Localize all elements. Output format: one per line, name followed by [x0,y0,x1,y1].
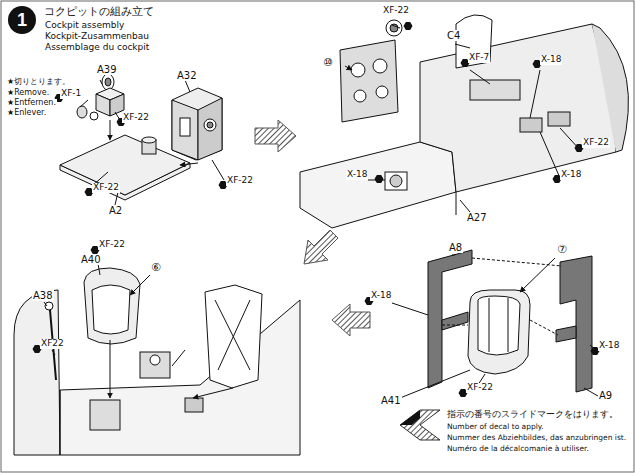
paint-code: X-18 [370,291,392,301]
paint-code: XF-1 [60,89,82,99]
paint-code: XF-22 [98,240,126,250]
paint-code: XF-22 [582,138,610,148]
part-number: A39 [96,64,118,75]
part-number: C4 [446,30,461,41]
legend-note: Number of decal to apply. [446,423,545,431]
legend-note: 指示の番号のスライドマークをはります。 [446,410,619,419]
paint-code: X-18 [346,170,368,180]
part-number: A27 [466,212,488,223]
paint-code: X-18 [598,341,620,351]
title-translation: Assemblage du cockpit [44,43,150,53]
title-translation: Cockpit assembly [44,21,125,31]
decal-callout: ⑩ [322,57,334,69]
title-translation: Kockpit-Zusammenbau [44,32,150,42]
decal-callout: ⑥ [150,262,162,274]
step-number: 1 [17,11,27,29]
note: ★Entfernen. [6,99,57,108]
note: ★切りとります。 [6,78,71,87]
note: ★Enlever. [6,109,47,118]
paint-code: XF-7 [468,53,490,63]
step-number-circle: 1 [8,6,36,34]
part-number: A8 [448,242,463,253]
part-number: A40 [80,254,102,265]
part-number: A9 [598,390,613,401]
part-number: A2 [108,205,123,216]
paint-code: XF-22 [92,183,120,193]
part-number: A41 [380,395,402,406]
part-number: A38 [32,290,54,301]
paint-code: X-18 [540,55,562,65]
legend-note: Numéro de la décalcomanie à utiliser. [446,445,590,453]
decal-callout: ⑦ [556,244,568,256]
step-title: コクピットの組み立て [44,6,154,18]
part-number: A32 [176,70,198,81]
note: ★Remove. [6,89,50,98]
paint-code: XF22 [40,339,65,349]
paint-code: X-18 [560,170,582,180]
paint-code: XF-22 [226,176,254,186]
paint-code: XF-22 [466,383,494,393]
paint-code: XF-22 [122,113,150,123]
legend-note: Nummer des Abziehbildes, das anzubringen… [446,434,627,442]
paint-code: XF-22 [382,6,410,16]
